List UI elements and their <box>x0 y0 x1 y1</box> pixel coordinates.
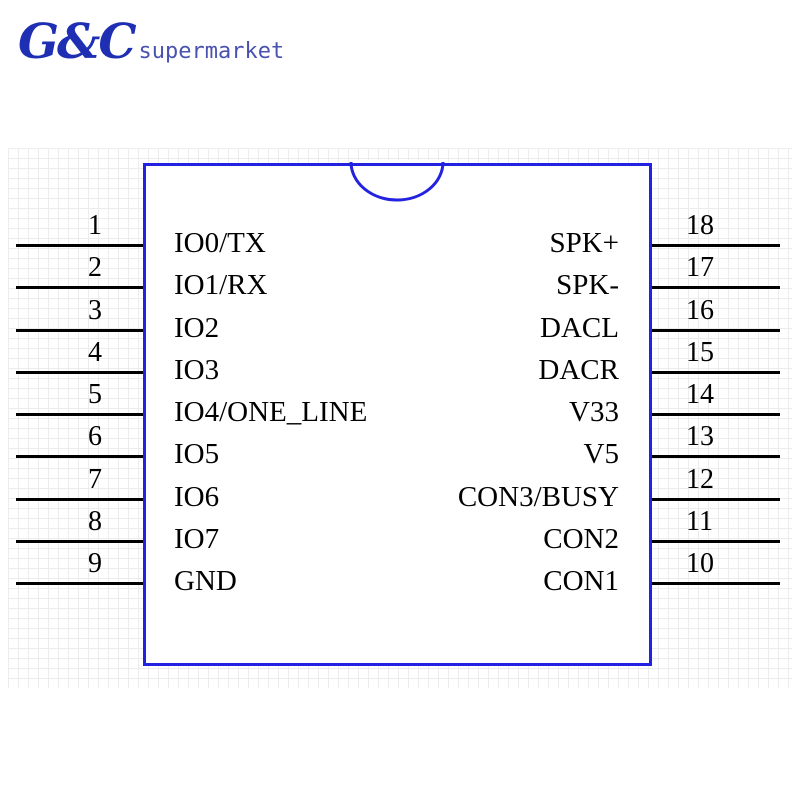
pin-lead-left <box>16 328 143 332</box>
pin-lead-left <box>16 413 143 416</box>
pin-lead-right <box>652 455 780 459</box>
logo-mark: G&C <box>18 14 137 70</box>
pin-number: 14 <box>686 379 714 410</box>
pin-number: 13 <box>686 421 714 453</box>
pin-number: 5 <box>88 379 102 410</box>
pin-label: DACL <box>540 311 619 344</box>
pin-number: 1 <box>88 210 102 241</box>
pin-label: IO7 <box>174 522 220 555</box>
pin-label: IO4/ONE_LINE <box>174 396 368 428</box>
pin-number: 2 <box>88 252 102 284</box>
pin-label: CON2 <box>543 522 619 555</box>
pin-number: 17 <box>686 252 714 284</box>
pin-label: IO1/RX <box>174 269 268 302</box>
pin-label: CON3/BUSY <box>457 480 619 513</box>
pin-lead-left <box>16 455 143 459</box>
pin-lead-right <box>652 328 780 332</box>
pin-lead-right <box>652 497 780 501</box>
pin-lead-right <box>652 244 780 247</box>
pin-number: 8 <box>88 505 102 537</box>
pin-label: IO0/TX <box>174 227 266 259</box>
pin-label: IO5 <box>174 438 220 471</box>
pin-number: 16 <box>686 294 714 326</box>
pin-number: 18 <box>686 210 714 241</box>
pin-label: GND <box>174 565 237 597</box>
pin-number: 3 <box>88 294 102 326</box>
pin-label: V5 <box>583 438 619 471</box>
pin-number: 12 <box>686 463 714 495</box>
pin-label: IO3 <box>174 353 220 386</box>
pin-lead-right <box>652 539 780 543</box>
pin-lead-right <box>652 370 780 374</box>
pin-number: 4 <box>88 336 102 368</box>
pin-lead-right <box>652 582 780 585</box>
pin-lead-left <box>16 582 143 585</box>
pin-number: 9 <box>88 548 102 579</box>
pin-number: 15 <box>686 336 714 368</box>
pin-lead-right <box>652 286 780 290</box>
pin-lead-left <box>16 370 143 374</box>
pin-label: CON1 <box>543 565 619 597</box>
pin-label: DACR <box>538 353 619 386</box>
pin-label: IO2 <box>174 311 220 344</box>
pin-label: V33 <box>569 396 619 428</box>
pin-number: 7 <box>88 463 102 495</box>
logo-text: supermarket <box>138 39 285 64</box>
pin-number: 11 <box>686 505 713 537</box>
pin-lead-right <box>652 413 780 416</box>
pin-lead-left <box>16 244 143 247</box>
pin-lead-left <box>16 286 143 290</box>
pin-number: 10 <box>686 548 714 579</box>
chip-notch <box>349 160 445 202</box>
pin-label: SPK- <box>556 269 619 302</box>
pin-label: SPK+ <box>549 227 619 259</box>
chip-body <box>143 163 652 666</box>
pin-label: IO6 <box>174 480 220 513</box>
pin-number: 6 <box>88 421 102 453</box>
pin-lead-left <box>16 497 143 501</box>
pin-lead-left <box>16 539 143 543</box>
